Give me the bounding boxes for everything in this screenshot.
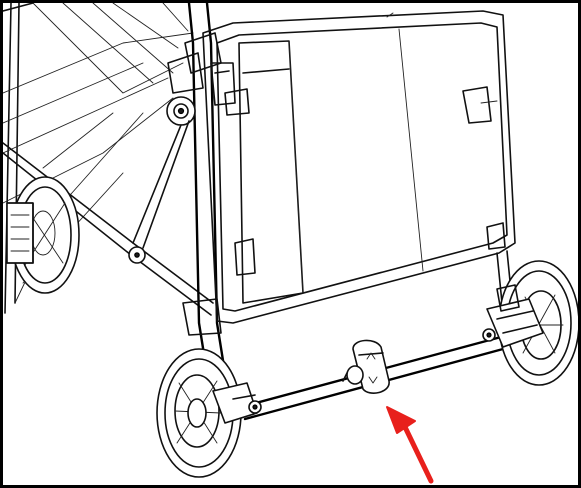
- front-left-wheel: [156, 348, 262, 478]
- rear-panel: [202, 10, 516, 324]
- pointer-arrow-icon: [386, 406, 434, 484]
- brake-pedal-icon[interactable]: [342, 339, 390, 394]
- front-axle: [206, 250, 514, 421]
- front-right-wheel: [482, 260, 578, 386]
- rear-left-wheel: [6, 176, 80, 294]
- main-frame-tubes: [128, 3, 236, 375]
- stroller-base-illustration: [3, 3, 578, 484]
